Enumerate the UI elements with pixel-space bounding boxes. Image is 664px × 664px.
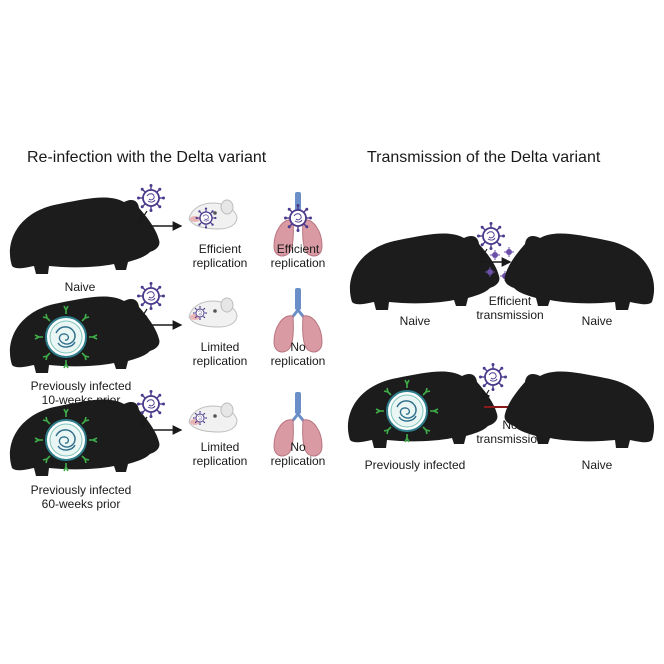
- lung-label: Efficient replication: [270, 242, 326, 270]
- right-panel-title: Transmission of the Delta variant: [367, 149, 601, 166]
- hamster-label: Naive: [581, 458, 613, 472]
- lung-label: No replication: [270, 440, 326, 468]
- lung-label: No replication: [270, 340, 326, 368]
- nose-label: Efficient replication: [192, 242, 248, 270]
- nose-label: Limited replication: [192, 440, 248, 468]
- left-panel-title: Re-infection with the Delta variant: [27, 149, 267, 166]
- nose-label: Limited replication: [192, 340, 248, 368]
- virus-icon: [136, 281, 166, 311]
- hamster-label: Previously infected 60-weeks prior: [30, 483, 132, 511]
- hamster-label: Previously infected: [364, 458, 466, 472]
- virus-icon: [478, 362, 508, 392]
- transmission-label: Efficient transmission: [476, 294, 544, 322]
- hamster-label: Naive: [399, 314, 431, 328]
- hamster-label: Naive: [581, 314, 613, 328]
- hamster-naive-row1: [9, 197, 160, 274]
- virus-icon: [476, 221, 506, 251]
- transmission-label: No transmission: [476, 418, 544, 446]
- hamster-label: Naive: [64, 280, 96, 294]
- hamster-label: Previously infected 10-weeks prior: [30, 379, 132, 407]
- virus-icon: [136, 183, 166, 213]
